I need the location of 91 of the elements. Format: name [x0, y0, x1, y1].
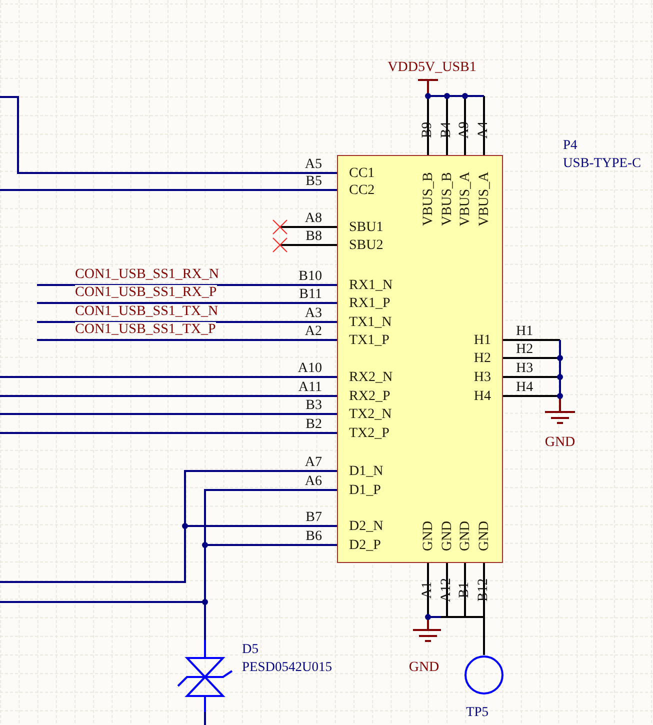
pin-number: A9 — [457, 121, 473, 139]
pin-name: H1 — [474, 333, 491, 349]
net-name: GND — [544, 435, 576, 451]
wire — [204, 712, 206, 725]
designator: TP5 — [466, 704, 489, 720]
pin-number: H2 — [516, 342, 534, 358]
pin-name: D1_P — [349, 483, 381, 499]
wire — [0, 96, 337, 174]
net-name: VDD5V_USB1 — [386, 60, 478, 76]
pin-name: RX2_N — [349, 370, 393, 386]
pin-name: H3 — [474, 370, 491, 386]
designator: P4 — [563, 137, 578, 153]
part-value: PESD0542U015 — [242, 659, 332, 675]
pin-number: A5 — [304, 157, 322, 173]
wire — [37, 302, 337, 304]
pin-name: CC2 — [349, 183, 375, 199]
pin-name: H4 — [474, 389, 491, 405]
pin-name: TX1_P — [349, 333, 390, 349]
pin-name: RX2_P — [349, 389, 390, 405]
pin-number: A12 — [439, 578, 455, 602]
wire — [0, 395, 337, 397]
pin-number: A3 — [304, 306, 322, 322]
wire — [427, 100, 429, 155]
pin-name: H2 — [474, 351, 491, 367]
pin-name: CC1 — [349, 166, 375, 182]
pin-name: RX1_N — [349, 278, 393, 294]
wire — [464, 100, 466, 155]
pin-number: B2 — [306, 417, 322, 433]
pin-number: A4 — [476, 121, 492, 139]
part-value: USB-TYPE-C — [563, 155, 642, 171]
pin-number: B8 — [306, 229, 322, 245]
pin-number: B6 — [306, 529, 322, 545]
wire — [204, 544, 337, 640]
pin-number: B7 — [306, 510, 322, 526]
pin-number: B12 — [476, 578, 492, 602]
pin-name: RX1_P — [349, 296, 390, 312]
net-label: CON1_USB_SS1_TX_P — [75, 322, 216, 337]
pin-name: D1_N — [349, 464, 384, 480]
net-label: CON1_USB_SS1_RX_N — [75, 267, 219, 282]
wire — [0, 432, 337, 434]
pin-number: A10 — [298, 361, 322, 377]
pin-number: B1 — [457, 582, 473, 598]
pin-name: TX2_N — [349, 407, 392, 423]
pin-number: H1 — [516, 324, 534, 340]
wire — [0, 376, 337, 378]
wire — [503, 357, 538, 359]
pin-number: A8 — [304, 211, 322, 227]
pin-number: A1 — [420, 581, 436, 599]
net-name: GND — [408, 660, 440, 676]
wire — [0, 489, 337, 603]
net-label: CON1_USB_SS1_RX_P — [75, 285, 217, 300]
pin-name: D2_N — [349, 519, 384, 535]
pin-name: SBU1 — [349, 220, 384, 236]
wire — [0, 189, 337, 191]
wire — [503, 339, 538, 341]
wire — [37, 284, 337, 286]
pin-number: H3 — [516, 361, 534, 377]
wire — [0, 413, 337, 415]
pin-number: A7 — [304, 455, 322, 471]
pin-number: B5 — [306, 174, 322, 190]
pin-name: TX2_P — [349, 426, 390, 442]
pin-name: D2_P — [349, 538, 381, 554]
pin-number: B11 — [299, 287, 322, 303]
wire — [37, 321, 337, 323]
pin-name: GND — [421, 520, 437, 552]
designator: D5 — [242, 641, 258, 657]
pin-number: A6 — [304, 474, 322, 490]
pin-name: TX1_N — [349, 315, 392, 331]
pin-number: B9 — [420, 122, 436, 138]
pin-name: SBU2 — [349, 238, 384, 254]
wire — [503, 376, 538, 378]
pin-number: A2 — [304, 324, 322, 340]
pin-name: VBUS_B — [421, 172, 437, 226]
wire — [483, 100, 485, 155]
pin-name: GND — [458, 520, 474, 552]
wire — [427, 563, 429, 607]
pin-number: B4 — [439, 122, 455, 138]
pin-number: B10 — [298, 269, 322, 285]
pin-name: GND — [440, 520, 456, 552]
pin-name: GND — [477, 520, 493, 552]
net-label: CON1_USB_SS1_TX_N — [75, 304, 218, 319]
pin-number: H4 — [516, 380, 534, 396]
pin-number: B3 — [306, 398, 322, 414]
pin-name: VBUS_A — [477, 172, 493, 226]
wire — [37, 339, 337, 341]
connector-body — [337, 155, 503, 563]
pin-number: A11 — [298, 380, 322, 396]
wire — [446, 100, 448, 155]
pin-name: VBUS_A — [458, 172, 474, 226]
pin-name: VBUS_B — [440, 172, 456, 226]
wire — [503, 395, 538, 397]
